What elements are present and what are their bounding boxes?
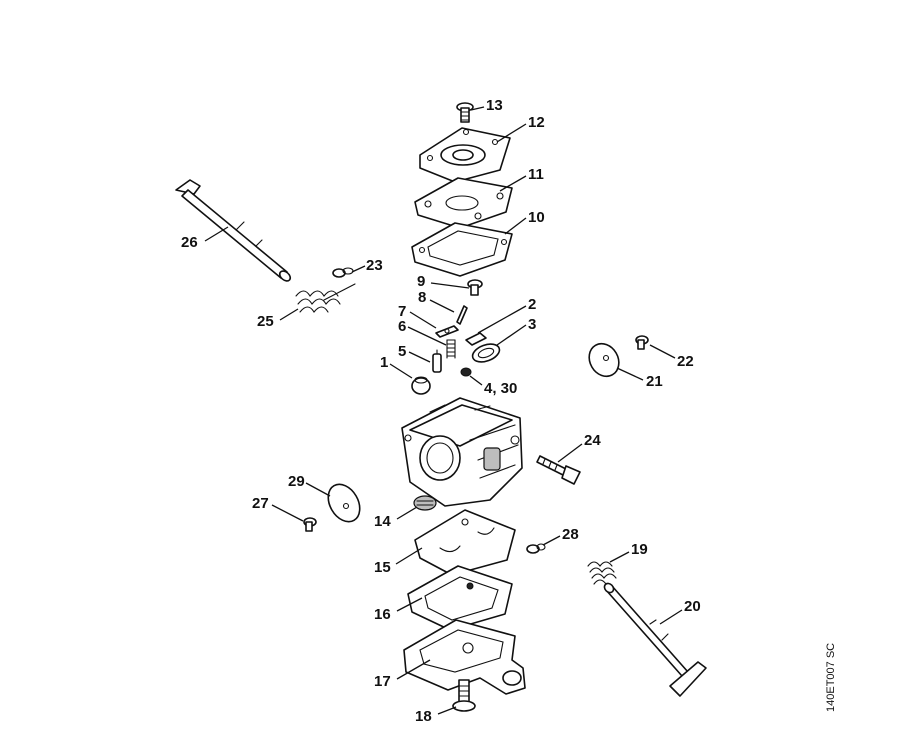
part-3-ring [471,343,501,363]
part-26-throttle-shaft [175,179,292,282]
callout-2: 2 [528,296,536,313]
part-21-throttle-plate [588,342,620,378]
part-6-spring [446,339,456,359]
callout-14: 14 [374,513,391,530]
callout-8: 8 [418,289,426,306]
callout-20: 20 [684,598,701,615]
part-8-pin [456,305,468,325]
callout-29: 29 [288,473,305,490]
leader-lines [204,106,683,715]
callout-25: 25 [257,313,274,330]
part-29-choke-plate [327,483,361,523]
part-14-strainer [413,495,437,511]
part-11-diaphragm [414,177,513,229]
callout-4-30: 4, 30 [484,380,517,397]
part-12-pump-cover [419,127,511,183]
callout-15: 15 [374,559,391,576]
part-9-screw [467,279,483,296]
part-13-screw [456,102,474,123]
callout-10: 10 [528,209,545,226]
callout-5: 5 [398,343,406,360]
callout-3: 3 [528,316,536,333]
callout-27: 27 [252,495,269,512]
part-15-gasket [414,509,516,576]
callout-7: 7 [398,303,406,320]
part-16-diaphragm [407,565,513,631]
callout-22: 22 [677,353,694,370]
callout-17: 17 [374,673,391,690]
part-23-clip [332,267,354,278]
callout-18: 18 [415,708,432,725]
part-27-screw [303,517,317,532]
callout-13: 13 [486,97,503,114]
part-7-lever [435,325,459,338]
callout-11: 11 [528,166,544,183]
callout-9: 9 [417,273,425,290]
part-10-gasket [411,222,513,277]
callout-24: 24 [584,432,601,449]
part-25-spring [295,283,356,313]
callout-1: 1 [380,354,388,371]
part-5-needle [432,349,442,373]
part-18-screw [452,679,476,712]
callout-labels: 13 12 11 10 26 23 25 9 8 2 7 3 6 5 1 4, … [181,97,701,725]
callout-12: 12 [528,114,545,131]
drawing-code: 140ET007 SC [825,643,837,712]
part-2-plug [465,332,487,346]
part-19-spring [587,561,617,585]
carburetor-body [401,397,523,507]
callout-26: 26 [181,234,198,251]
part-20-choke-shaft [603,582,707,697]
callout-16: 16 [374,606,391,623]
callout-6: 6 [398,318,406,335]
callout-23: 23 [366,257,383,274]
part-28-clip [526,543,546,554]
callout-28: 28 [562,526,579,543]
callout-19: 19 [631,541,648,558]
part-1-cap [411,376,431,395]
part-4-30-screen [460,367,472,377]
callout-21: 21 [646,373,663,390]
part-24-adjusting-screw [536,455,581,485]
part-22-screw [635,335,649,350]
